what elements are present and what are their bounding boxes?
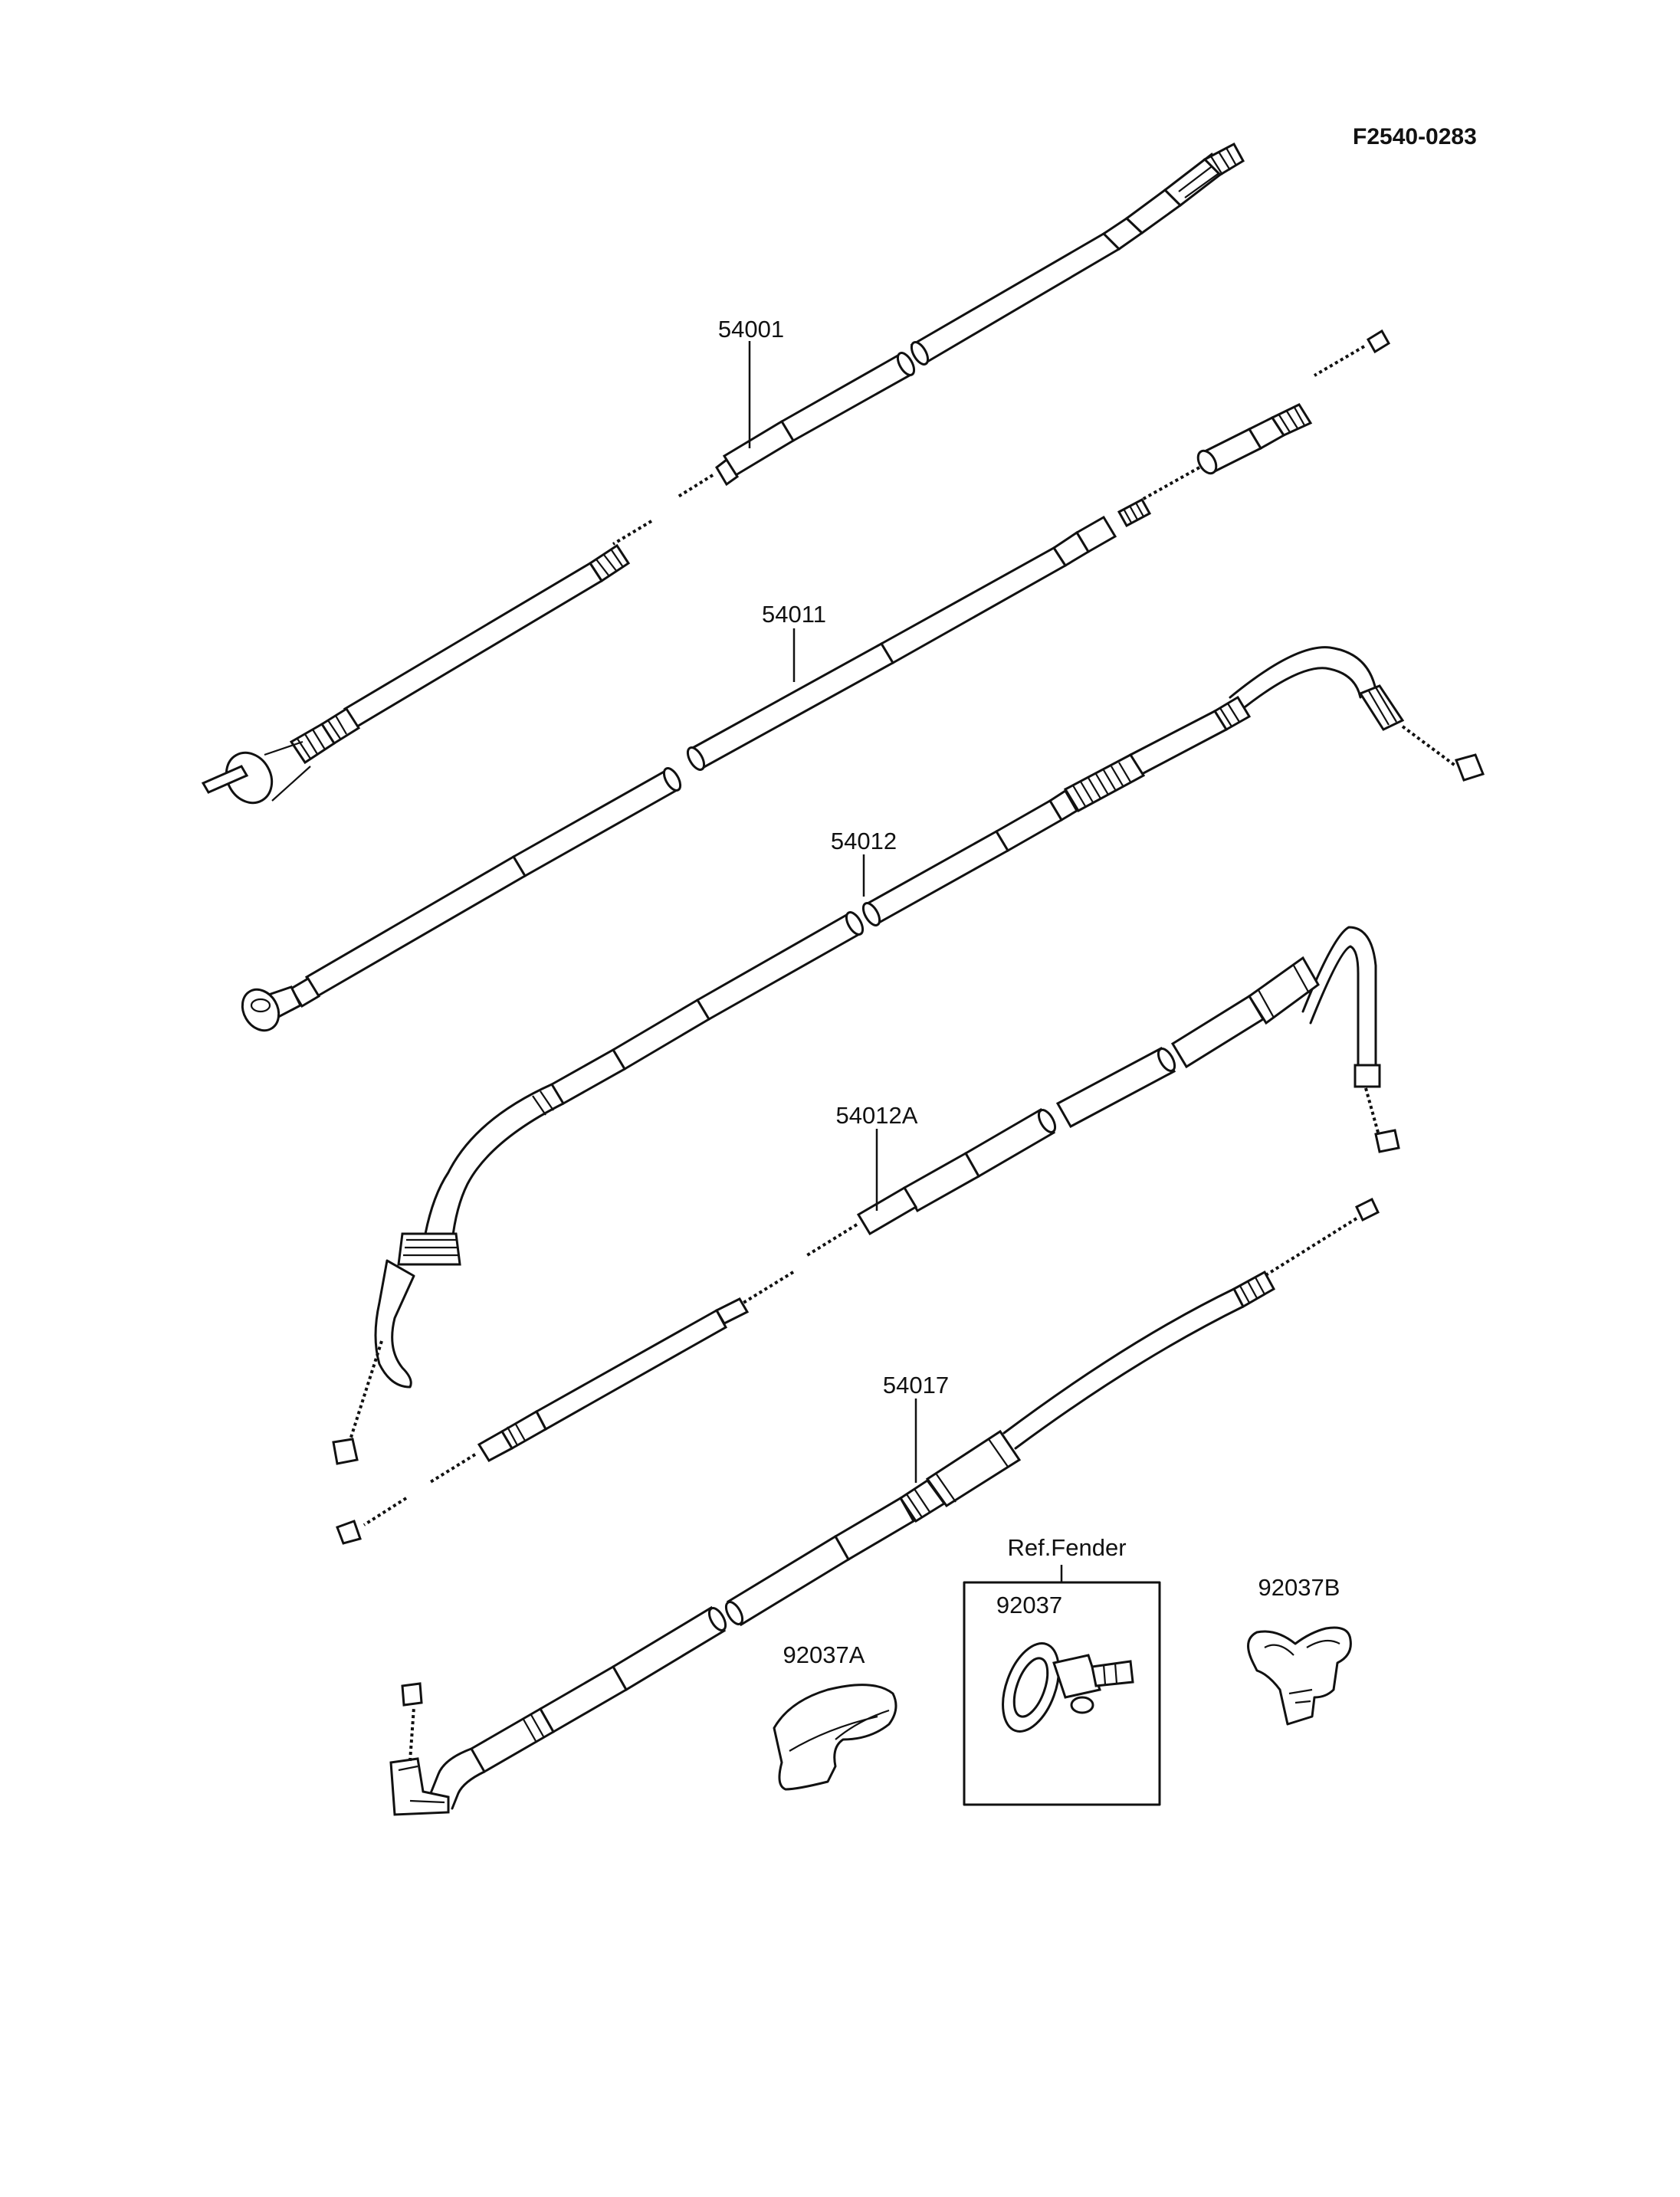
leader-lines <box>748 341 917 1483</box>
cable-54017-top-fitting <box>1232 1197 1380 1309</box>
part-label-54011: 54011 <box>762 601 826 628</box>
cable-54012-bottom-fitting <box>332 1083 565 1465</box>
cable-54001-top-fitting <box>1101 142 1245 251</box>
cable-54017-bottom-fitting <box>389 1682 486 1816</box>
cable-54017[interactable] <box>389 1197 1380 1816</box>
part-label-92037A: 92037A <box>783 1641 865 1668</box>
part-label-54001: 54001 <box>718 316 784 343</box>
ref-fender-label: Ref.Fender <box>1007 1534 1126 1561</box>
part-label-54017: 54017 <box>883 1372 949 1399</box>
part-label-54012: 54012 <box>831 828 897 854</box>
part-label-92037: 92037 <box>996 1592 1062 1618</box>
cable-54012A[interactable] <box>336 926 1400 1545</box>
cable-54011-top-fitting <box>1052 329 1391 568</box>
cable-54012-adjuster <box>1048 753 1146 822</box>
cable-54011-bottom-fitting <box>241 985 303 1032</box>
clip-92037A[interactable] <box>773 1684 897 1791</box>
cable-54001-bottom-fitting <box>201 722 336 805</box>
part-label-54012A: 54012A <box>836 1102 918 1129</box>
cable-54012[interactable] <box>332 646 1485 1465</box>
part-label-92037B: 92037B <box>1258 1574 1340 1601</box>
clamp-92037B[interactable] <box>1247 1626 1352 1726</box>
clamp-92037-box <box>963 1565 1161 1806</box>
cable-54012-top-fitting <box>1212 646 1485 782</box>
figure-code: F2540-0283 <box>1353 124 1477 149</box>
clamp-92037[interactable] <box>992 1636 1134 1740</box>
cable-54011[interactable] <box>235 329 1391 1037</box>
cable-54012A-top-fitting <box>1247 926 1400 1153</box>
cable-54001[interactable] <box>201 142 1245 811</box>
